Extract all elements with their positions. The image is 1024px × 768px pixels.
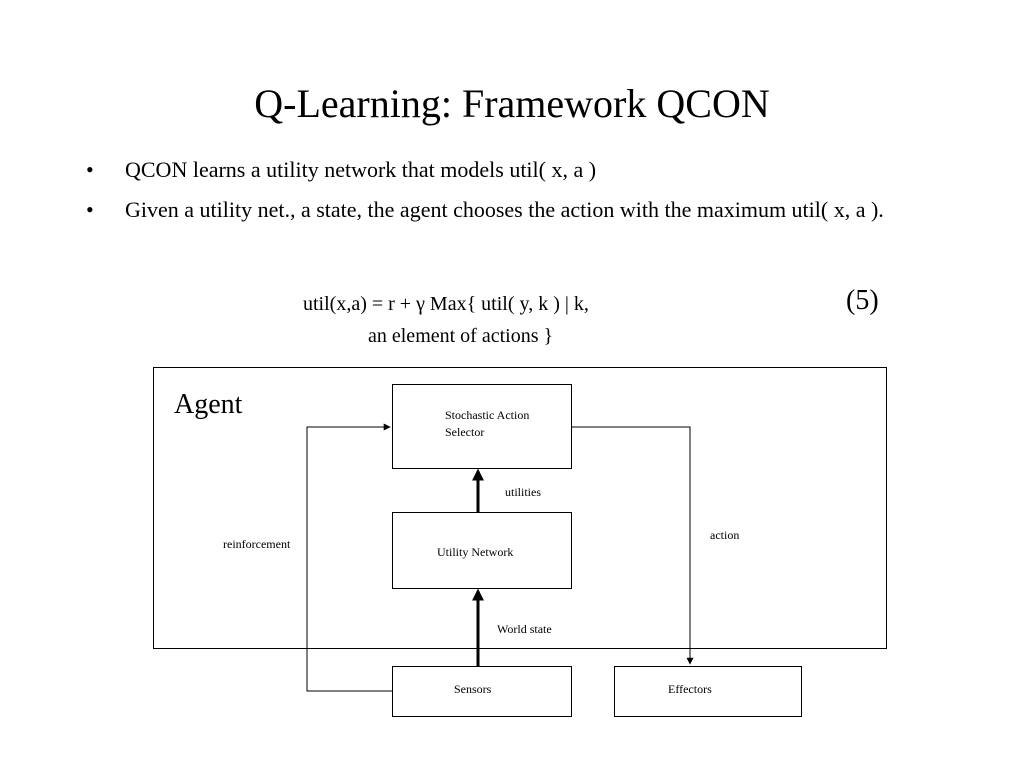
utilities-label: utilities [505,485,541,499]
agent-label: Agent [174,389,243,420]
bullet-marker: • [86,197,94,222]
action-arrow [572,426,694,665]
slide-title: Q-Learning: Framework QCON [254,81,770,126]
equation-line-2: an element of actions } [368,325,554,347]
equation-number: (5) [846,285,879,316]
stochastic-action-selector-label-line-1: Stochastic Action [445,408,529,422]
bullet-text: QCON learns a utility network that model… [125,157,597,182]
stochastic-action-selector-box [392,384,572,469]
agent-container [153,367,887,649]
bullet-text: Given a utility net., a state, the agent… [125,197,884,222]
stochastic-action-selector-label-line-2: Selector [445,425,484,439]
bullet-item: • Given a utility net., a state, the age… [86,194,886,226]
reinforcement-arrow [306,423,392,692]
world-state-label: World state [497,622,552,636]
utility-network-label: Utility Network [437,545,513,559]
utility-network-box [392,512,572,589]
effectors-box [614,666,802,717]
reinforcement-label: reinforcement [223,537,291,551]
bullet-marker: • [86,157,94,182]
effectors-label: Effectors [668,682,712,696]
sensors-label: Sensors [454,682,492,696]
action-label: action [710,528,739,542]
bullet-list: • QCON learns a utility network that mod… [86,154,886,234]
equation-line-1: util(x,a) = r + γ Max{ util( y, k ) | k, [303,293,589,315]
sensors-box [392,666,572,717]
bullet-item: • QCON learns a utility network that mod… [86,154,886,186]
